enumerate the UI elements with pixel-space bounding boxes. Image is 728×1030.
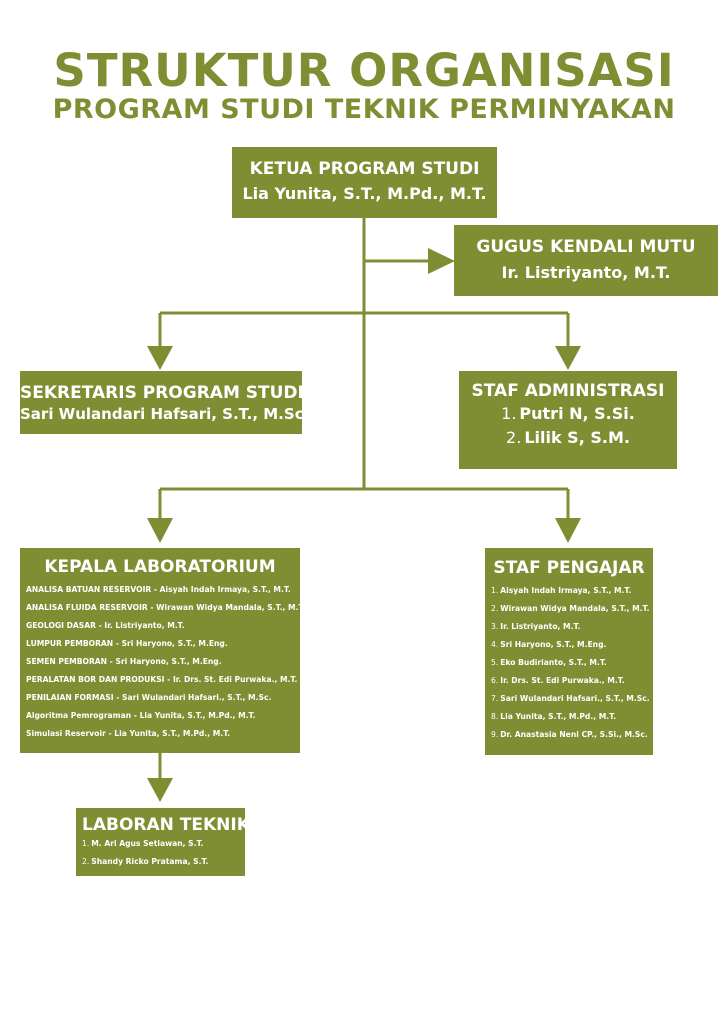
list-item: 8.Lia Yunita, S.T., M.Pd., M.T.: [491, 712, 617, 721]
list-item: 3.Ir. Listriyanto, M.T.: [491, 622, 581, 631]
ketua-box: KETUA PROGRAM STUDI Lia Yunita, S.T., M.…: [232, 147, 497, 218]
ketua-title: KETUA PROGRAM STUDI: [249, 159, 480, 179]
arrow-down-icon: [555, 346, 581, 370]
list-item: ANALISA FLUIDA RESERVOIR - Wirawan Widya…: [26, 603, 306, 612]
staf-pengajar-box: STAF PENGAJAR 1.Aisyah Indah Irmaya, S.T…: [485, 548, 653, 755]
sekretaris-title: SEKRETARIS PROGRAM STUDI: [20, 383, 304, 403]
staf-admin-list: 1.Putri N, S.Si. 2.Lilik S, S.M.: [459, 402, 677, 450]
list-item: GEOLOGI DASAR - Ir. Listriyanto, M.T.: [26, 621, 185, 630]
list-item: 1.M. Ari Agus Setiawan, S.T.: [82, 839, 204, 848]
laboran-title: LABORAN TEKNIK: [82, 815, 250, 835]
list-item: 5.Eko Budirianto, S.T., M.T.: [491, 658, 607, 667]
list-item: PENILAIAN FORMASI - Sari Wulandari Hafsa…: [26, 693, 272, 702]
list-item: PERALATAN BOR DAN PRODUKSI - Ir. Drs. St…: [26, 675, 298, 684]
page-title: STRUKTUR ORGANISASI: [53, 44, 675, 97]
staf-admin-title: STAF ADMINISTRASI: [471, 381, 665, 401]
list-item: 2.Lilik S, S.M.: [506, 428, 630, 447]
kepala-lab-list: ANALISA BATUAN RESERVOIR - Aisyah Indah …: [26, 581, 306, 743]
list-item: 4.Sri Haryono, S.T., M.Eng.: [491, 640, 607, 649]
ketua-name: Lia Yunita, S.T., M.Pd., M.T.: [242, 184, 487, 203]
page-subtitle: PROGRAM STUDI TEKNIK PERMINYAKAN: [52, 94, 676, 125]
kepala-lab-title: KEPALA LABORATORIUM: [44, 557, 276, 577]
kepala-lab-box: KEPALA LABORATORIUM ANALISA BATUAN RESER…: [20, 548, 306, 753]
staf-pengajar-title: STAF PENGAJAR: [493, 558, 645, 578]
staf-pengajar-list: 1.Aisyah Indah Irmaya, S.T., M.T. 2.Wira…: [491, 582, 653, 744]
list-item: 2.Wirawan Widya Mandala, S.T., M.T.: [491, 604, 650, 613]
sekretaris-name: Sari Wulandari Hafsari, S.T., M.Sc.: [20, 405, 310, 423]
list-item: 6.Ir. Drs. St. Edi Purwaka., M.T.: [491, 676, 625, 685]
list-item: 1.Putri N, S.Si.: [501, 404, 635, 423]
arrow-down-icon: [147, 778, 173, 802]
arrow-right-icon: [428, 248, 455, 274]
arrow-down-icon: [147, 346, 173, 370]
list-item: Algoritma Pemrograman - Lia Yunita, S.T.…: [26, 711, 256, 720]
arrow-down-icon: [555, 518, 581, 543]
list-item: ANALISA BATUAN RESERVOIR - Aisyah Indah …: [26, 585, 291, 594]
list-item: 2.Shandy Ricko Pratama, S.T.: [82, 857, 209, 866]
gugus-title: GUGUS KENDALI MUTU: [476, 237, 696, 257]
gugus-name: Ir. Listriyanto, M.T.: [501, 263, 671, 282]
staf-admin-box: STAF ADMINISTRASI 1.Putri N, S.Si. 2.Lil…: [459, 371, 677, 469]
laboran-list: 1.M. Ari Agus Setiawan, S.T. 2.Shandy Ri…: [82, 835, 245, 871]
list-item: LUMPUR PEMBORAN - Sri Haryono, S.T., M.E…: [26, 639, 228, 648]
laboran-box: LABORAN TEKNIK 1.M. Ari Agus Setiawan, S…: [76, 808, 250, 876]
list-item: SEMEN PEMBORAN - Sri Haryono, S.T., M.En…: [26, 657, 222, 666]
sekretaris-box: SEKRETARIS PROGRAM STUDI Sari Wulandari …: [20, 371, 310, 434]
list-item: 1.Aisyah Indah Irmaya, S.T., M.T.: [491, 586, 632, 595]
list-item: 9.Dr. Anastasia Neni CP., S.Si., M.Sc.: [491, 730, 648, 739]
arrow-down-icon: [147, 518, 173, 543]
list-item: Simulasi Reservoir - Lia Yunita, S.T., M…: [26, 729, 231, 738]
list-item: 7.Sari Wulandari Hafsari., S.T., M.Sc.: [491, 694, 650, 703]
gugus-box: GUGUS KENDALI MUTU Ir. Listriyanto, M.T.: [454, 225, 718, 296]
